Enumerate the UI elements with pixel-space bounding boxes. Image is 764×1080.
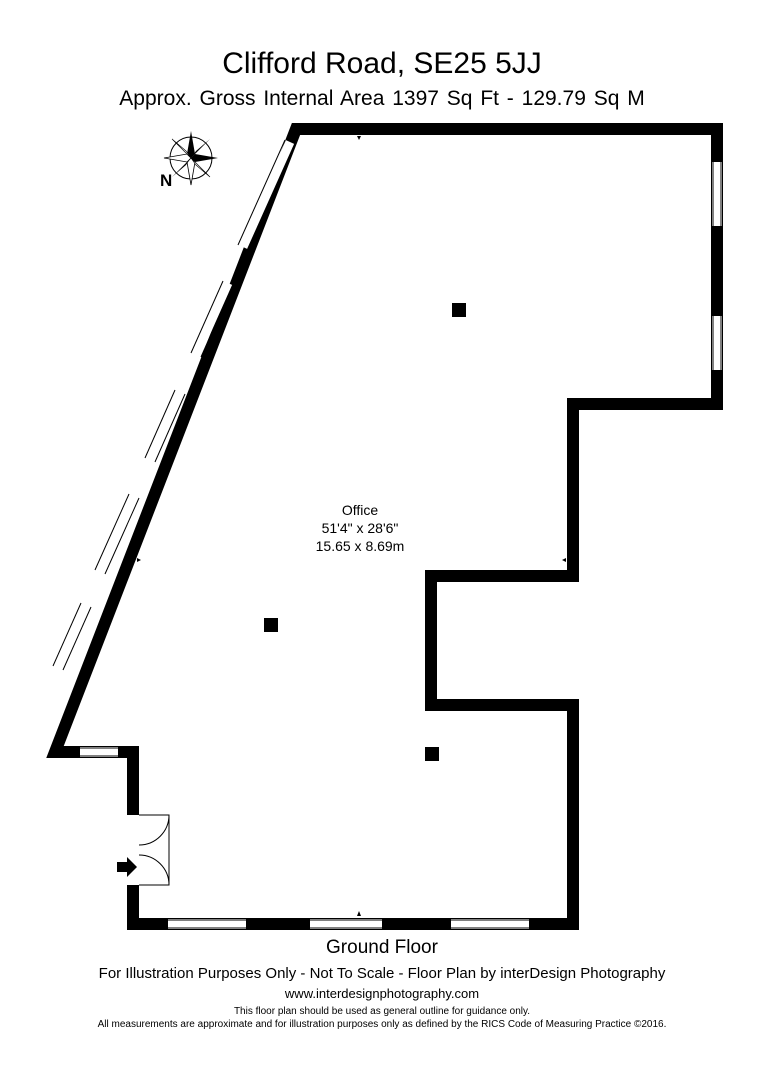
- diagonal-wall-windows: [52, 139, 296, 671]
- plan-title: Clifford Road, SE25 5JJ: [222, 47, 542, 80]
- room-name: Office: [341, 502, 379, 518]
- measurement-marker: [562, 558, 566, 562]
- entrance-window: [80, 747, 118, 757]
- right-wall-windows: [712, 162, 722, 370]
- column: [425, 747, 439, 761]
- column: [452, 303, 466, 317]
- measurement-marker: [357, 911, 361, 916]
- entrance-door: [126, 814, 170, 886]
- measurement-marker: [137, 558, 141, 562]
- room-dimensions-imperial: 51'4" x 28'6": [321, 520, 399, 536]
- guidance-note: This floor plan should be used as genera…: [233, 1006, 531, 1017]
- room-dimensions-metric: 15.65 x 8.69m: [315, 538, 405, 554]
- floor-label: Ground Floor: [326, 937, 438, 958]
- measurement-marker: [357, 136, 361, 140]
- bottom-wall-windows: [168, 919, 529, 929]
- compass-rose-icon: [163, 131, 218, 186]
- measurement-note: All measurements are approximate and for…: [97, 1019, 667, 1030]
- gross-internal-area: Approx. Gross Internal Area 1397 Sq Ft -…: [119, 87, 645, 110]
- compass-north-label: N: [160, 171, 172, 190]
- website-link[interactable]: www.interdesignphotography.com: [284, 986, 480, 1001]
- exterior-wall: [46, 123, 723, 930]
- room-label-office: Office 51'4" x 28'6" 15.65 x 8.69m: [270, 501, 450, 555]
- entrance-arrow-icon: [117, 857, 137, 877]
- disclaimer: For Illustration Purposes Only - Not To …: [98, 965, 666, 982]
- column: [264, 618, 278, 632]
